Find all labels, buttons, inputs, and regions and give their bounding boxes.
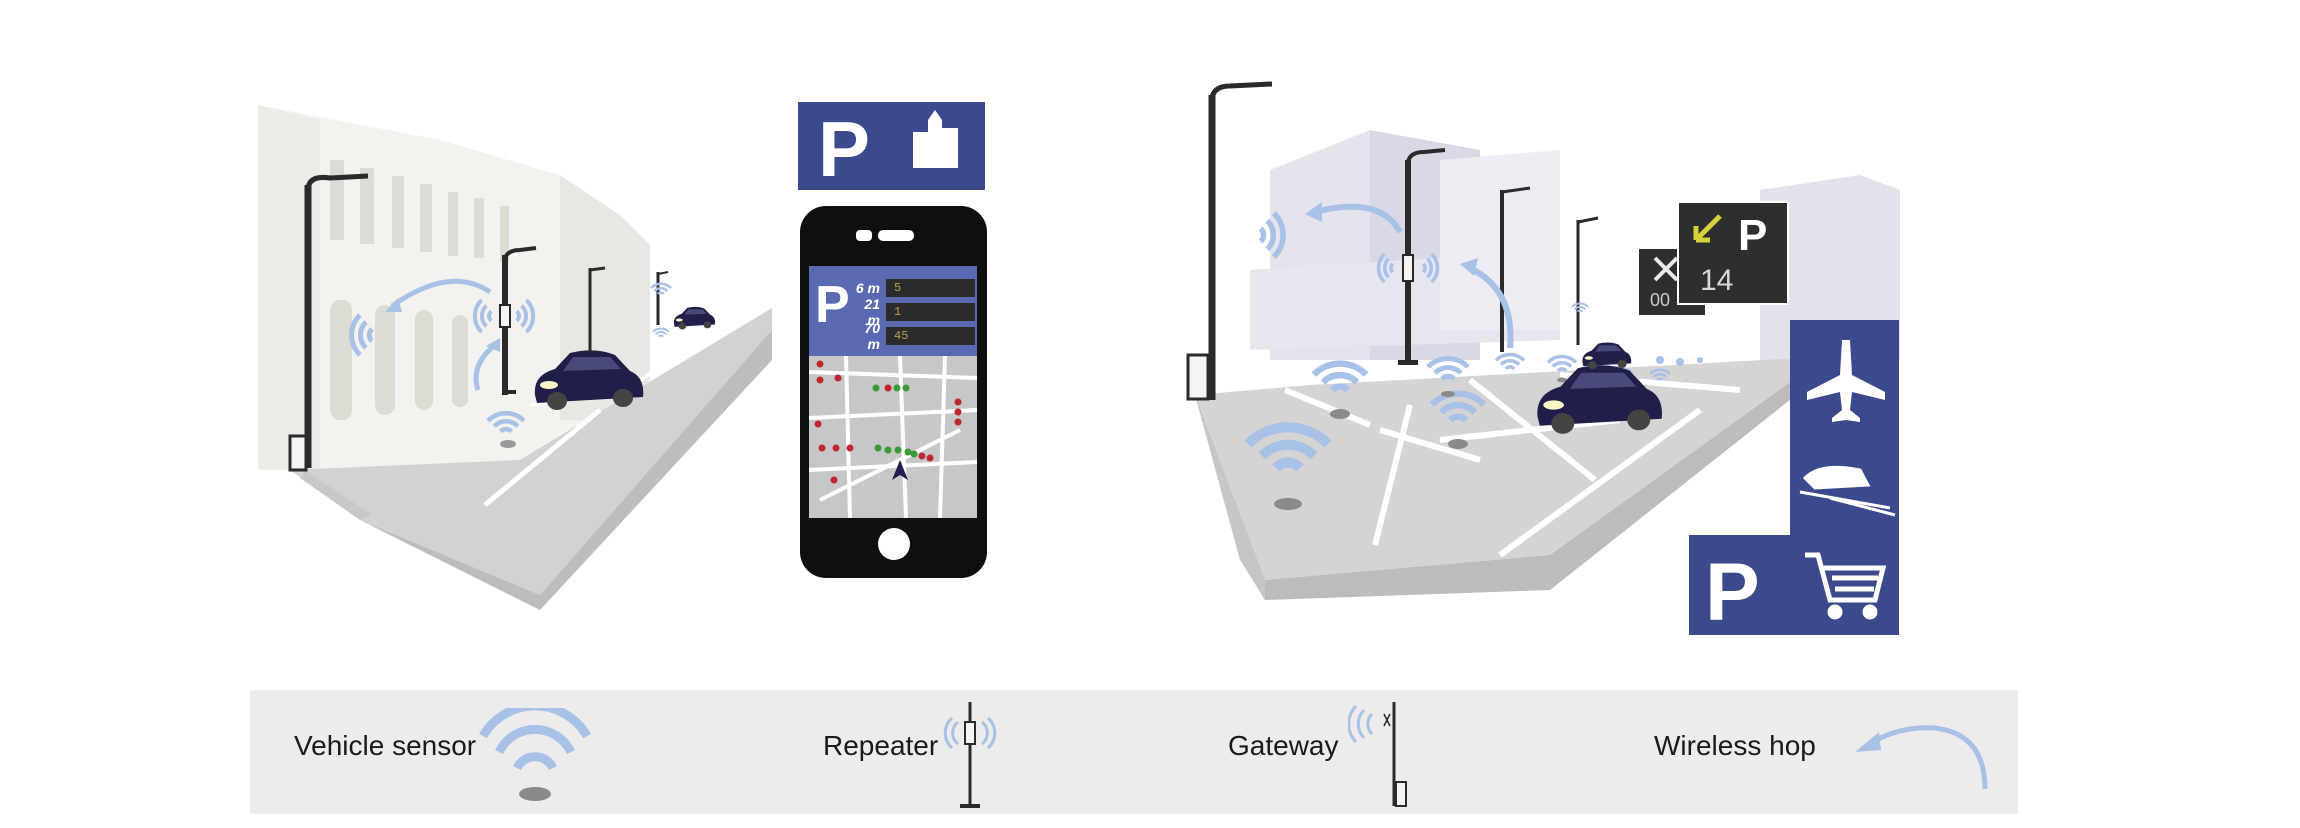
arrow-down-left-icon — [1693, 214, 1722, 243]
repeater-icon — [943, 702, 997, 808]
shopping-cart-icon — [1805, 552, 1887, 620]
legend-vehicle-sensor-label: Vehicle sensor — [294, 730, 477, 761]
svg-text:P: P — [815, 276, 850, 334]
svg-text:P: P — [1738, 211, 1767, 260]
legend-gateway-label: Gateway — [1228, 730, 1339, 761]
parking-spots-green — [872, 384, 918, 458]
airplane-icon — [1807, 340, 1885, 422]
wireless-hop-arrow-icon — [1855, 725, 1988, 790]
svg-text:00: 00 — [1650, 290, 1670, 310]
smartphone: P — [800, 206, 987, 578]
city-parking-sign: P — [798, 102, 985, 193]
hop-arrow — [390, 278, 492, 309]
list-item: 6 m 5 — [850, 276, 975, 300]
parking-spots-red — [814, 360, 962, 484]
road — [290, 308, 772, 595]
legend-repeater-label: Repeater — [823, 730, 939, 761]
city-icon — [913, 110, 958, 168]
list-item: 21 m 1 — [850, 296, 975, 328]
svg-text:P: P — [818, 105, 870, 193]
legend: Vehicle sensor Repeater Gateway Wireless… — [250, 690, 2018, 814]
street-scene — [258, 105, 772, 610]
destination-signs: P — [1689, 320, 1899, 638]
closed-x-icon — [1653, 256, 1679, 282]
gateway-box — [288, 434, 308, 472]
vehicle-sensor-icon — [479, 708, 591, 801]
train-icon — [1799, 465, 1896, 517]
list-item: 70 m 45 — [850, 320, 975, 352]
parking-lot-scene — [1186, 81, 1900, 600]
svg-text:14: 14 — [1700, 264, 1733, 297]
gateway-icon — [1348, 702, 1407, 807]
location-arrow-icon — [892, 460, 908, 480]
variable-message-signs: 00 P 14 — [1637, 201, 1789, 317]
legend-wireless-hop-label: Wireless hop — [1654, 730, 1816, 761]
phone-parking-list: 6 m 5 21 m 1 70 m 45 — [850, 276, 975, 352]
svg-text:P: P — [1705, 547, 1760, 638]
